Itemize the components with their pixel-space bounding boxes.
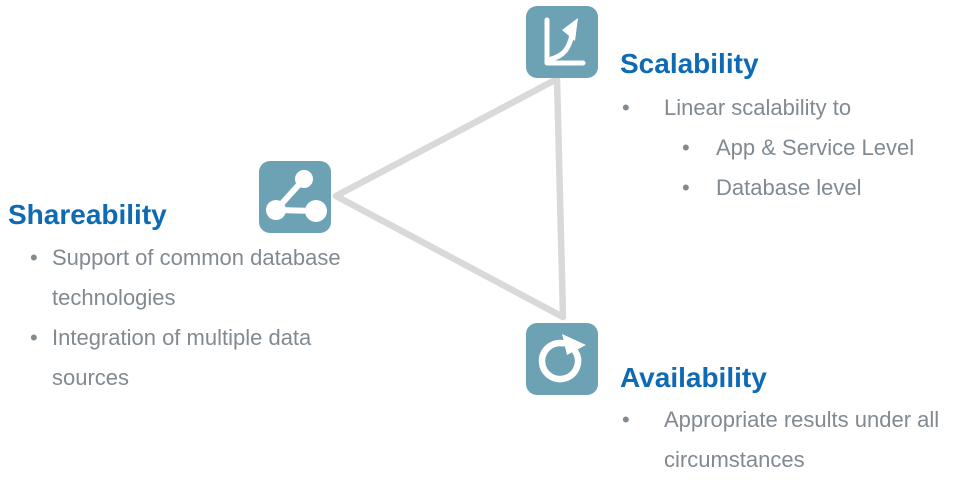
scalability-bullet-list: • Linear scalability to • App & Service … [622,88,961,208]
bullet-marker: • [30,325,38,350]
availability-title: Availability [620,362,767,393]
bullet-marker: • [682,135,690,160]
bullet-text: Appropriate results under all circumstan… [664,407,940,472]
bullet-item: • Integration of multiple data sources [30,318,382,398]
growth-chart-icon [526,6,598,78]
bullet-marker: • [30,245,38,270]
shareability-bullet-list: • Support of common database technologie… [30,238,382,398]
bullet-marker: • [622,407,630,432]
bullet-item: • Database level [682,168,961,208]
bullet-item: • App & Service Level [682,128,961,168]
scalability-title: Scalability [620,48,759,79]
share-nodes-icon [259,161,331,233]
bullet-text: Linear scalability to [664,95,852,120]
shareability-title: Shareability [8,199,167,230]
bullet-item: • Linear scalability to [622,88,961,128]
bullet-item: • Appropriate results under all circumst… [622,400,961,480]
bullet-text: Database level [716,175,862,200]
bullet-item: • Support of common database technologie… [30,238,382,318]
bullet-text: App & Service Level [716,135,915,160]
bullet-marker: • [682,175,690,200]
bullet-marker: • [622,95,630,120]
bullet-text: Integration of multiple data sources [52,325,312,390]
availability-bullet-list: • Appropriate results under all circumst… [622,400,961,480]
refresh-arrow-icon [526,323,598,395]
bullet-text: Support of common database technologies [52,245,341,310]
